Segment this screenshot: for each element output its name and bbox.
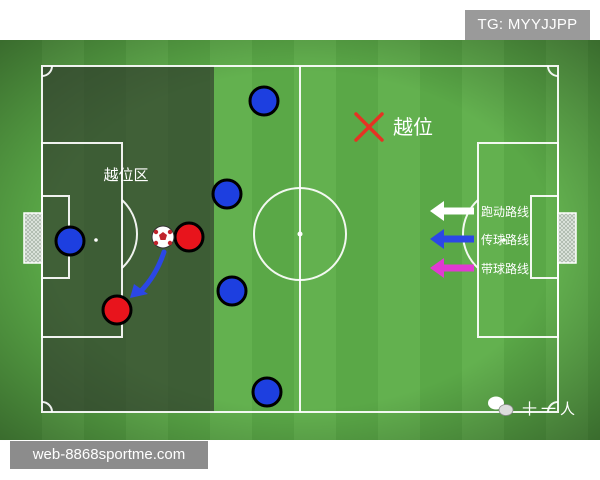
legend-run-route: 跑动路线 <box>430 201 529 221</box>
red-player <box>101 294 133 326</box>
signature-text: 十一人 <box>522 400 579 418</box>
pass-route-arrow <box>137 249 167 295</box>
blue-player <box>248 85 280 117</box>
center-spot <box>297 231 303 237</box>
offside-mark-label: 越位 <box>393 115 433 139</box>
telegram-watermark: TG: MYYJJPP <box>465 10 590 40</box>
blue-player <box>211 178 243 210</box>
blue-player <box>54 225 86 257</box>
legend-run-label: 跑动路线 <box>481 204 529 219</box>
legend-pass-route: 传球路线 <box>430 229 529 249</box>
url-watermark: web-8868sportme.com <box>10 441 208 469</box>
red-player <box>173 221 205 253</box>
dribble-arrow-icon <box>430 258 444 278</box>
right-goal <box>557 212 577 264</box>
legend: 跑动路线 传球路线 带球路线 <box>430 201 529 278</box>
red-players <box>101 221 205 326</box>
wechat-icon <box>488 396 514 416</box>
legend-dribble-route: 带球路线 <box>430 258 529 278</box>
football-pitch-diagram: 越位区 越位 跑动路线 <box>0 40 600 440</box>
legend-dribble-label: 带球路线 <box>481 261 529 276</box>
blue-players <box>54 85 283 408</box>
left-penalty-spot <box>94 238 98 242</box>
offside-x-icon <box>354 112 384 142</box>
blue-player <box>251 376 283 408</box>
signature: 十一人 <box>488 396 579 418</box>
blue-player <box>216 275 248 307</box>
right-penalty-spot <box>502 238 506 242</box>
run-arrow-icon <box>430 201 444 221</box>
left-goal <box>23 212 43 264</box>
football-icon <box>151 225 175 249</box>
offside-zone-label: 越位区 <box>103 166 148 184</box>
pass-arrow-head <box>130 284 148 298</box>
pass-arrow-icon <box>430 229 444 249</box>
legend-pass-label: 传球路线 <box>481 232 529 247</box>
